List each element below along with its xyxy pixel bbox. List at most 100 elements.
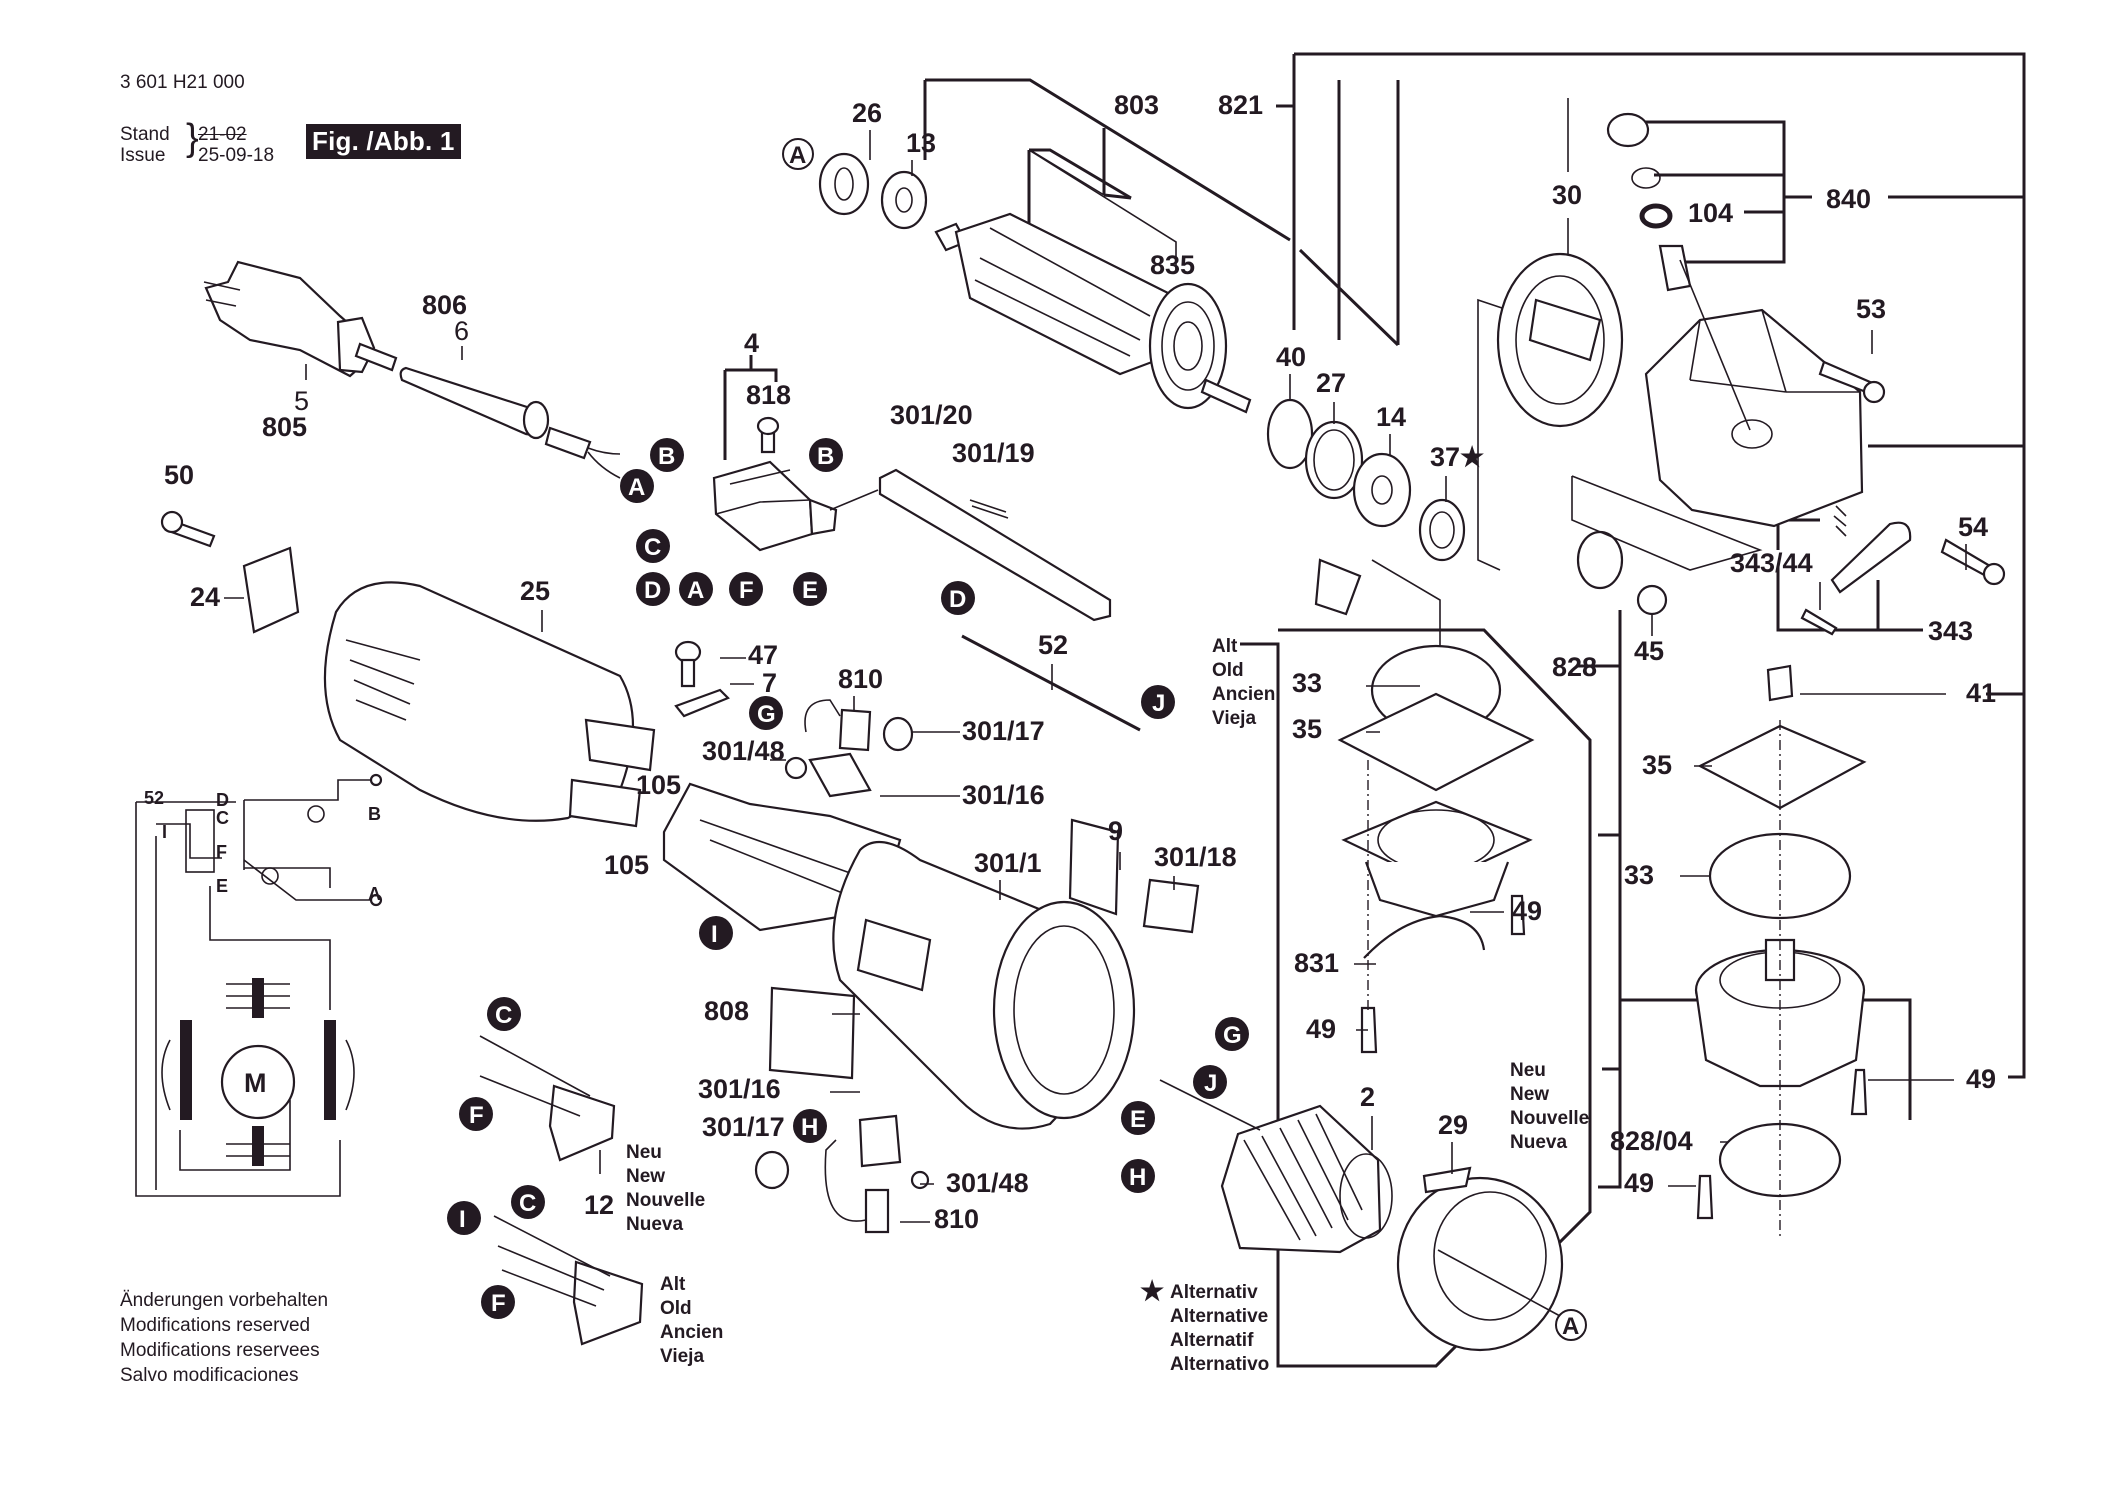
callout-840: 840 [1826,184,1871,214]
callout-301-1: 301/1 [974,848,1042,878]
alternative-legend: ★ Alternativ Alternative Alternatif Alte… [1140,1276,1269,1375]
connector-block-new [479,1035,616,1162]
svg-text:C: C [644,534,661,561]
part-number: 3 601 H21 000 [120,72,245,93]
connector-h: H [793,1109,827,1143]
connector-c: C [487,997,521,1031]
callout-810: 810 [838,664,883,694]
connector-a: A [620,469,654,503]
stand-label: Stand [120,124,170,145]
brush-spring-301-17 [882,716,914,752]
gear-housing [1644,259,1864,528]
callout-343-44: 343/44 [1730,548,1813,578]
label-105 [584,718,656,772]
callout-9: 9 [1108,816,1123,846]
wiring-cable-label: 52 [144,788,164,808]
connector-a-outline: A [782,138,814,170]
o-ring-104 [1639,203,1673,229]
callout-805: 805 [262,412,307,442]
connector-a: A [679,572,713,606]
note-line: Modifications reserved [120,1315,311,1336]
callout-835: 835 [1150,250,1195,280]
svg-text:A: A [628,474,645,501]
part-callouts: 26 13 803 821 835 30 104 840 53 806 6 5 … [164,90,1996,1234]
callout-27: 27 [1316,368,1346,398]
callout-45: 45 [1634,636,1664,666]
callout-5: 5 [294,386,309,416]
connector-i: I [447,1201,481,1235]
callout-301-19: 301/19 [952,438,1035,468]
callout-49: 49 [1306,1014,1336,1044]
svg-text:A: A [789,142,806,169]
carbon-brush-810 [838,708,872,752]
legend-line: Alternatif [1170,1330,1254,1351]
variant-label: Nueva [626,1214,683,1235]
connector-c: C [636,529,670,563]
callout-53: 53 [1856,294,1886,324]
screw-54 [1940,538,2006,586]
brush-box-301-16 [808,752,872,798]
carbon-brush-810-b [864,1188,890,1234]
svg-text:C: C [519,1190,536,1217]
screw-301-48-b [910,1170,930,1190]
date-block: 21-02 25-09-18 [198,124,274,166]
variant-old-connector: Alt Old Ancien Vieja [660,1274,723,1367]
callout-828: 828 [1552,652,1597,682]
callout-33: 33 [1624,860,1654,890]
bearing-26 [818,152,870,216]
callout-41: 41 [1966,678,1996,708]
callout-104: 104 [1688,198,1733,228]
connector-b: B [650,438,684,472]
svg-text:E: E [802,577,818,604]
variant-new-gear: Neu New Nouvelle Nueva [1510,1060,1589,1153]
leader-lines [723,52,2026,1368]
spring-301-19 [969,499,1009,519]
connector-e: E [1121,1101,1155,1135]
brush-box-301-16-b [858,1114,902,1168]
connector-f: F [729,572,763,606]
label-9 [1068,818,1120,916]
variant-label: Nouvelle [626,1190,705,1211]
connector-g: G [749,696,783,730]
svg-text:C: C [495,1002,512,1029]
armature-rotor [934,212,1252,414]
callout-49: 49 [1624,1168,1654,1198]
connector-a-outline: A [1555,1309,1587,1341]
motor-label: M [244,1068,267,1098]
wiring-terminal-f: F [216,842,227,862]
field-coil-stator-2 [1220,1104,1393,1254]
svg-text:G: G [757,701,776,728]
callout-14: 14 [1376,402,1406,432]
connector-h: H [1121,1159,1155,1193]
bearing-13 [880,170,928,230]
svg-text:B: B [817,443,834,470]
legend-line: Alternativo [1170,1354,1269,1375]
connector-j: J [1141,685,1175,719]
issue-date: 25-09-18 [198,145,275,166]
svg-text:G: G [1223,1022,1242,1049]
variant-label: Alt [660,1274,686,1295]
pinion-828 [1576,530,1624,590]
svg-text:A: A [687,577,704,604]
connector-d: D [636,572,670,606]
bushing-41 [1766,664,1794,702]
label-105 [568,778,642,828]
clip-831 [1363,914,1486,959]
callout-301-48: 301/48 [702,736,785,766]
callout-803: 803 [1114,90,1159,120]
variant-label: Neu [1510,1060,1546,1081]
terminal-b [369,773,383,787]
power-plug [203,260,398,378]
wiring-schematic [135,773,383,1197]
callout-40: 40 [1276,342,1306,372]
callout-301-18: 301/18 [1154,842,1237,872]
wiring-terminal-e: E [216,876,228,896]
variant-label: Alt [1212,636,1238,657]
variant-label: Neu [626,1142,662,1163]
motor-housing-301-1 [832,840,1136,1130]
screw-301-48 [784,756,808,780]
callout-818: 818 [746,380,791,410]
cable-sleeve [399,366,621,479]
connector-i: I [699,916,733,950]
connector-f: F [459,1097,493,1131]
